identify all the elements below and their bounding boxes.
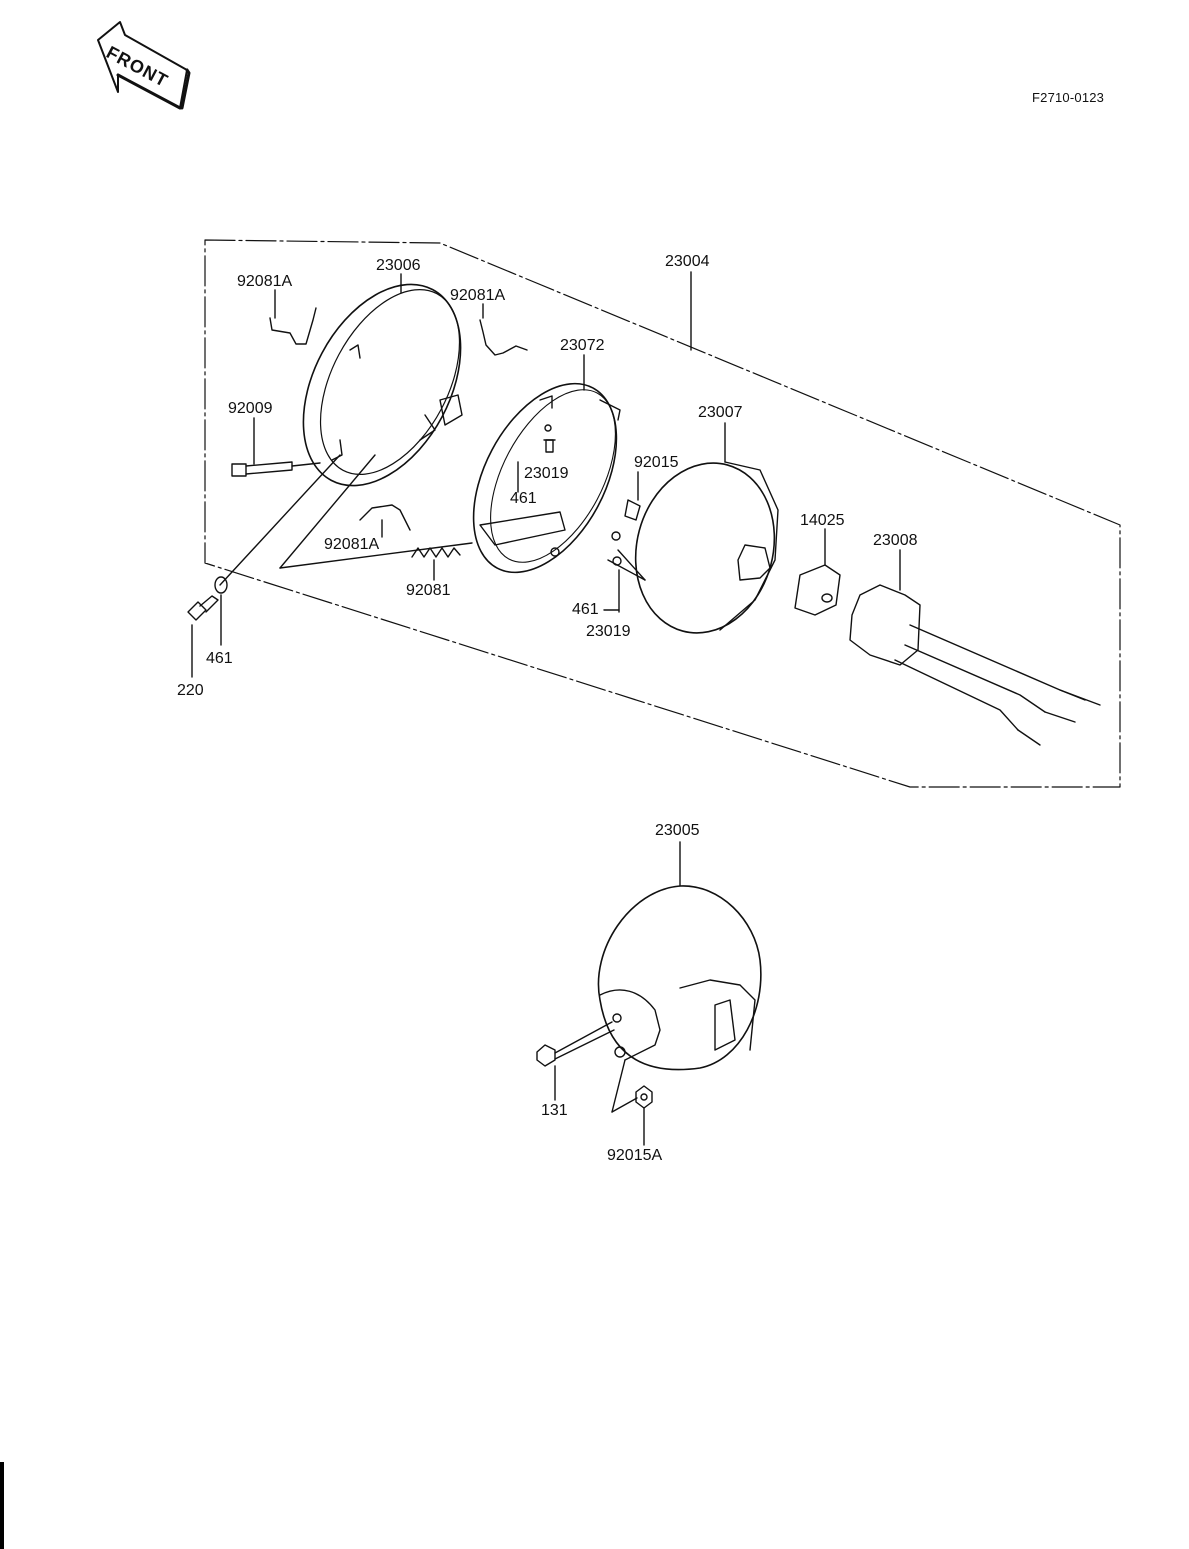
callout-92081A-right: 92081A: [450, 287, 506, 304]
callout-461-upper: 461: [510, 490, 537, 507]
callout-461-lower: 461: [572, 601, 599, 618]
callout-23019-lower: 23019: [586, 623, 631, 640]
diagram-id: F2710-0123: [1032, 90, 1105, 105]
front-arrow-icon: [97, 21, 191, 110]
callout-92081A-lower: 92081A: [324, 536, 380, 553]
clip-spring-3: [359, 504, 411, 531]
rim-ring: [302, 283, 463, 487]
sealed-beam: [624, 461, 779, 634]
callout-23072: 23072: [560, 337, 605, 354]
adjust-spring: [411, 547, 461, 558]
adjust-screw: [231, 461, 321, 477]
callout-23008: 23008: [873, 532, 918, 549]
callout-23004: 23004: [665, 253, 710, 270]
screw-23019-upper: [543, 439, 556, 453]
clip-spring-1: [269, 307, 317, 345]
callout-92015A: 92015A: [607, 1147, 663, 1164]
clip-spring-2: [479, 319, 528, 356]
nut-92015A: [635, 1085, 653, 1109]
callout-92015: 92015: [634, 454, 679, 471]
callout-461-left: 461: [206, 650, 233, 667]
socket-cover: [794, 564, 841, 616]
bulb-socket: [849, 584, 1101, 746]
callout-131: 131: [541, 1102, 568, 1119]
callout-92081A-left: 92081A: [237, 273, 293, 290]
callout-92009: 92009: [228, 400, 273, 417]
washer-461-left: [214, 576, 228, 594]
callout-23006: 23006: [376, 257, 421, 274]
mounting-ring: [472, 382, 621, 574]
washer-461-lower: [611, 531, 621, 541]
bolt-220: [187, 595, 219, 621]
callout-23007: 23007: [698, 404, 743, 421]
bolt-131: [536, 1021, 615, 1067]
callout-14025: 14025: [800, 512, 845, 529]
callout-220: 220: [177, 682, 204, 699]
callout-23019-upper: 23019: [524, 465, 569, 482]
headlight-housing: [597, 885, 762, 1071]
callout-23005: 23005: [655, 822, 700, 839]
assembly-outline: [204, 239, 1121, 788]
scan-edge-bar: [0, 1462, 4, 1549]
callout-92081: 92081: [406, 582, 451, 599]
